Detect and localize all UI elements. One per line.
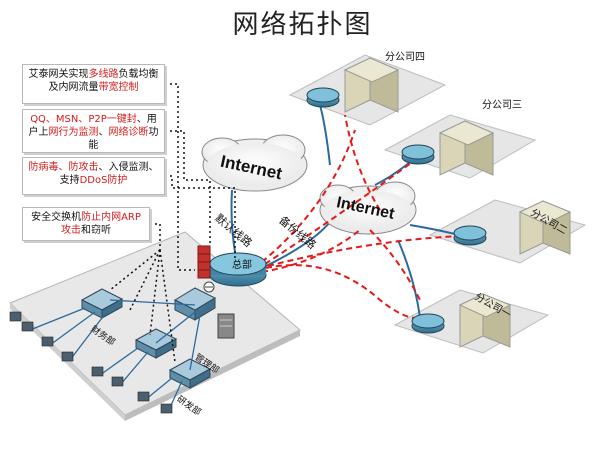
branch-3-label: 分公司三 [482,100,522,111]
internet-cloud-right [319,181,417,235]
callout-load-balancing: 艾泰网关实现多线路负载均衡及内网流量带宽控制 [22,64,165,104]
callout-secure-switch: 安全交换机防止内网ARP攻击和窃听 [22,207,150,241]
callout-1-text-d: 带宽控制 [98,82,139,93]
callout-4-text-a: 安全交换机 [31,212,82,223]
building-branch-4 [343,57,400,113]
callout-2-text-e: 网络诊断 [108,127,149,138]
callout-3-text-c: DDoS防护 [79,175,128,186]
hq-label: 总部 [232,260,252,271]
server-icon [217,313,235,339]
callout-2-text-d: 、 [98,127,109,138]
callout-3-text-a: 防病毒、防攻击 [28,162,99,173]
callout-1-text-b: 多线路 [88,69,119,80]
building-branch-2 [518,200,572,255]
building-branch-3 [438,120,495,176]
pc-icons [9,311,173,414]
callout-2-text-c: 网行为监测 [48,127,99,138]
switch-finance [80,288,124,319]
callout-security: 防病毒、防攻击、入侵监测、支持DDoS防护 [22,157,165,195]
callout-2-text-b: 、用户上 [28,114,157,138]
callout-leaders [109,83,236,363]
callout-1-text-a: 艾泰网关实现 [28,69,89,80]
callout-2-text-f: 功能 [88,127,159,151]
callout-2-text-a: QQ、MSN、P2P一键封 [30,114,137,125]
diagram-title: 网络拓扑图 [232,10,373,40]
branch-4-label: 分公司四 [385,52,425,63]
callout-3-text-b: 、入侵监测、支持 [59,162,159,186]
lan-wiring [29,299,201,413]
router-branch-4 [306,87,340,108]
router-branch-1 [411,313,445,334]
gateway-router-hq [209,252,267,287]
callout-behavior-monitoring: QQ、MSN、P2P一键封、用户上网行为监测、网络诊断功能 [22,109,165,153]
firewall-icon [197,245,215,293]
vpn-lines [261,114,463,320]
internet-cloud-left [201,134,308,192]
router-branch-3 [401,144,435,165]
router-branch-2 [453,225,487,246]
callout-4-text-b: 防止内网ARP攻击 [61,212,141,236]
building-branch-1 [458,293,512,348]
callout-4-text-c: 和窃听 [81,225,111,236]
callout-1-text-c: 负载均衡及内网流量 [48,69,159,93]
